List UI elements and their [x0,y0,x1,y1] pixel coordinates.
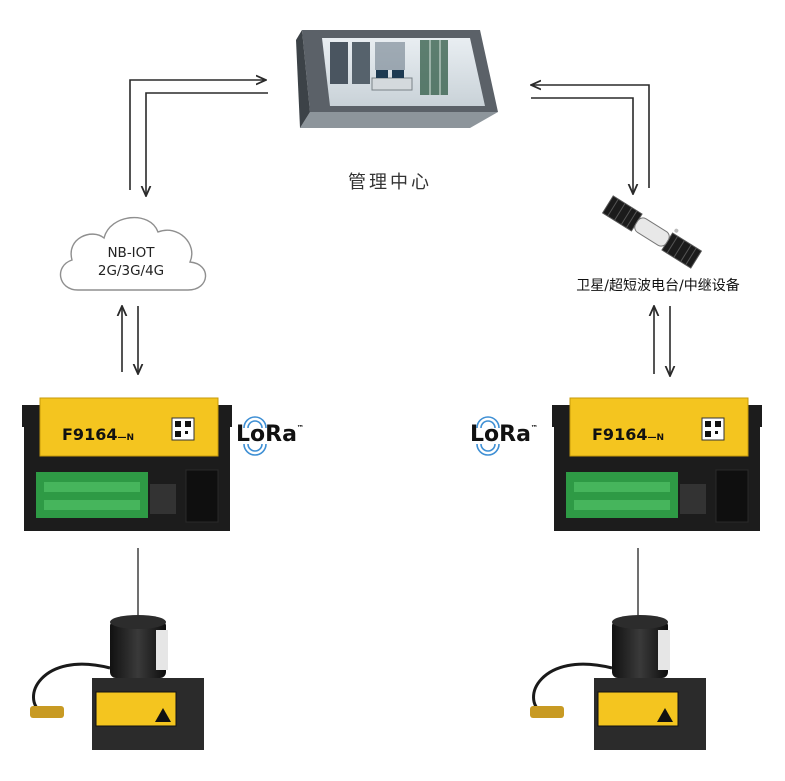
lora-tm: ™ [296,424,304,432]
rtu-model-suffix: —N [647,433,665,443]
rtu-model-suffix: —N [117,433,135,443]
rtu-model-name: F9164 [592,425,648,444]
lora-logo-right: LoRa™ [470,422,538,447]
network-cloud-icon [60,216,207,291]
lora-logo-text: LoRa [236,422,297,447]
arrow-center-satellite [531,85,650,194]
wireless-icon-right [476,416,500,456]
rtu-model-right: F9164—N [592,425,664,444]
cloud-label-line2: 2G/3G/4G [97,263,165,279]
lora-logo-text: LoRa [470,422,531,447]
draw-wire-sensor-right [530,615,706,750]
satellite-label: 卫星/超短波电台/中继设备 [576,278,740,294]
arrow-device-satellite-right [654,306,670,376]
management-center-label: 管理中心 [348,172,432,193]
arrow-device-cloud-left [122,306,138,374]
arrow-cloud-center [129,80,268,196]
control-room-illustration [296,30,498,128]
lora-logo-left: LoRa™ [236,422,304,447]
rtu-model-name: F9164 [62,425,118,444]
lora-tm: ™ [530,424,538,432]
cloud-label: NB-IOT 2G/3G/4G [76,244,186,280]
rtu-model-left: F9164—N [62,425,134,444]
rtu-device-right [552,397,762,531]
rtu-device-left [22,397,232,531]
draw-wire-sensor-left [30,615,204,750]
cloud-label-line1: NB-IOT [107,245,155,261]
satellite-icon [601,195,703,269]
wireless-icon-left [243,416,267,456]
